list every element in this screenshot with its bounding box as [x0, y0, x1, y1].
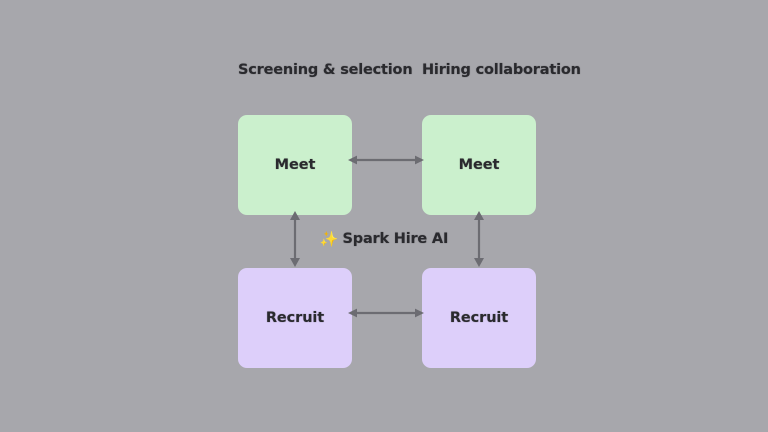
- node-recruit-screening[interactable]: Recruit: [238, 268, 352, 368]
- node-meet-screening[interactable]: Meet: [238, 115, 352, 215]
- node-label: Meet: [274, 157, 316, 173]
- column-heading-screening: Screening & selection: [238, 62, 413, 78]
- column-heading-hiring: Hiring collaboration: [422, 62, 581, 78]
- node-label: Meet: [458, 157, 500, 173]
- node-label: Recruit: [449, 310, 509, 326]
- connector-screening-vertical-bidirectional-arrow: [288, 211, 302, 267]
- node-recruit-hiring[interactable]: Recruit: [422, 268, 536, 368]
- connector-meet-bidirectional-arrow: [348, 155, 424, 165]
- connector-recruit-bidirectional-arrow: [348, 308, 424, 318]
- node-label: Recruit: [265, 310, 325, 326]
- brand-name: Spark Hire AI: [342, 231, 449, 247]
- node-meet-hiring[interactable]: Meet: [422, 115, 536, 215]
- connector-hiring-vertical-bidirectional-arrow: [472, 211, 486, 267]
- brand-badge: ✨ Spark Hire AI: [0, 231, 768, 247]
- sparkles-icon: ✨: [319, 229, 339, 248]
